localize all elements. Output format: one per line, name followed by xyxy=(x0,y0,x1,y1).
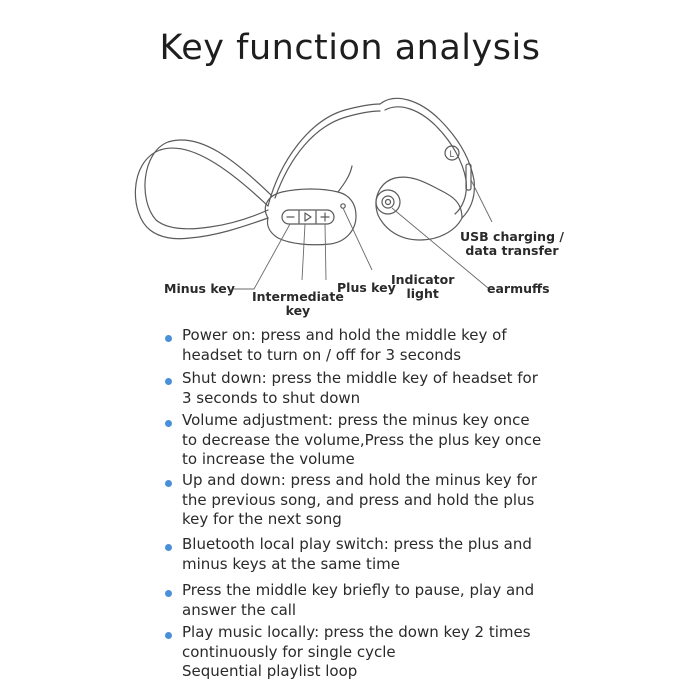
leader-intermediate xyxy=(301,223,306,281)
list-item: Volume adjustment: press the minus key o… xyxy=(162,411,682,470)
right-earhook-inner xyxy=(384,106,467,215)
bullet-dot-icon xyxy=(165,378,172,385)
list-item: Shut down: press the middle key of heads… xyxy=(162,369,682,408)
indicator-light xyxy=(340,203,346,209)
bullet-dot-icon xyxy=(165,480,172,487)
bullet-dot-icon xyxy=(165,632,172,639)
bullet-text: Volume adjustment: press the minus key o… xyxy=(182,411,542,468)
bullet-text: Up and down: press and hold the minus ke… xyxy=(182,471,538,528)
list-item: Power on: press and hold the middle key … xyxy=(162,326,682,365)
earmuffs-callout: earmuffs xyxy=(487,281,550,296)
neckband-inner xyxy=(144,139,273,230)
neckband-rear-inner xyxy=(274,110,381,199)
bullet-dot-icon xyxy=(165,590,172,597)
headset-illustration: L xyxy=(134,97,493,290)
earmuff-inner xyxy=(381,195,395,209)
minus-key-callout: Minus key xyxy=(164,281,235,296)
list-item: Up and down: press and hold the minus ke… xyxy=(162,471,682,530)
neckband-rear xyxy=(267,103,381,207)
bullet-dot-icon xyxy=(165,420,172,427)
list-item: Play music locally: press the down key 2… xyxy=(162,623,682,682)
bullet-text: Bluetooth local play switch: press the p… xyxy=(182,535,532,573)
intermediate-key-callout: Intermediate key xyxy=(252,289,344,318)
bullet-text: Press the middle key briefly to pause, p… xyxy=(182,581,535,619)
right-housing xyxy=(375,176,463,241)
left-housing xyxy=(264,188,357,246)
plus-key-callout: Plus key xyxy=(337,280,396,295)
indicator-light-callout: Indicator light xyxy=(391,272,455,301)
earmuff-outer xyxy=(375,189,401,215)
neckband-outer xyxy=(134,147,269,240)
list-item: Press the middle key briefly to pause, p… xyxy=(162,581,682,620)
bullet-dot-icon xyxy=(165,544,172,551)
bullet-text: Play music locally: press the down key 2… xyxy=(182,623,531,680)
leader-usb xyxy=(470,179,493,223)
earmuff-center xyxy=(384,198,392,206)
headset-diagram: L USB charging / data transfer Minus key… xyxy=(0,80,700,320)
leader-indicator xyxy=(342,207,373,271)
leader-plus xyxy=(324,223,327,281)
right-earhook xyxy=(379,97,475,219)
play-glyph xyxy=(304,212,312,222)
leader-earmuffs xyxy=(391,207,489,289)
list-item: Bluetooth local play switch: press the p… xyxy=(162,535,682,574)
l-mark-circle xyxy=(444,145,460,161)
page-title: Key function analysis xyxy=(159,28,541,68)
bullet-dot-icon xyxy=(165,335,172,342)
left-earhook xyxy=(337,165,353,193)
leader-minus xyxy=(232,223,291,290)
key-strip xyxy=(281,209,335,225)
bullet-text: Shut down: press the middle key of heads… xyxy=(182,369,538,407)
usb-callout: USB charging / data transfer xyxy=(460,229,564,258)
usb-port xyxy=(465,163,472,191)
bullet-text: Power on: press and hold the middle key … xyxy=(182,326,507,364)
side-mark: L xyxy=(449,149,454,159)
